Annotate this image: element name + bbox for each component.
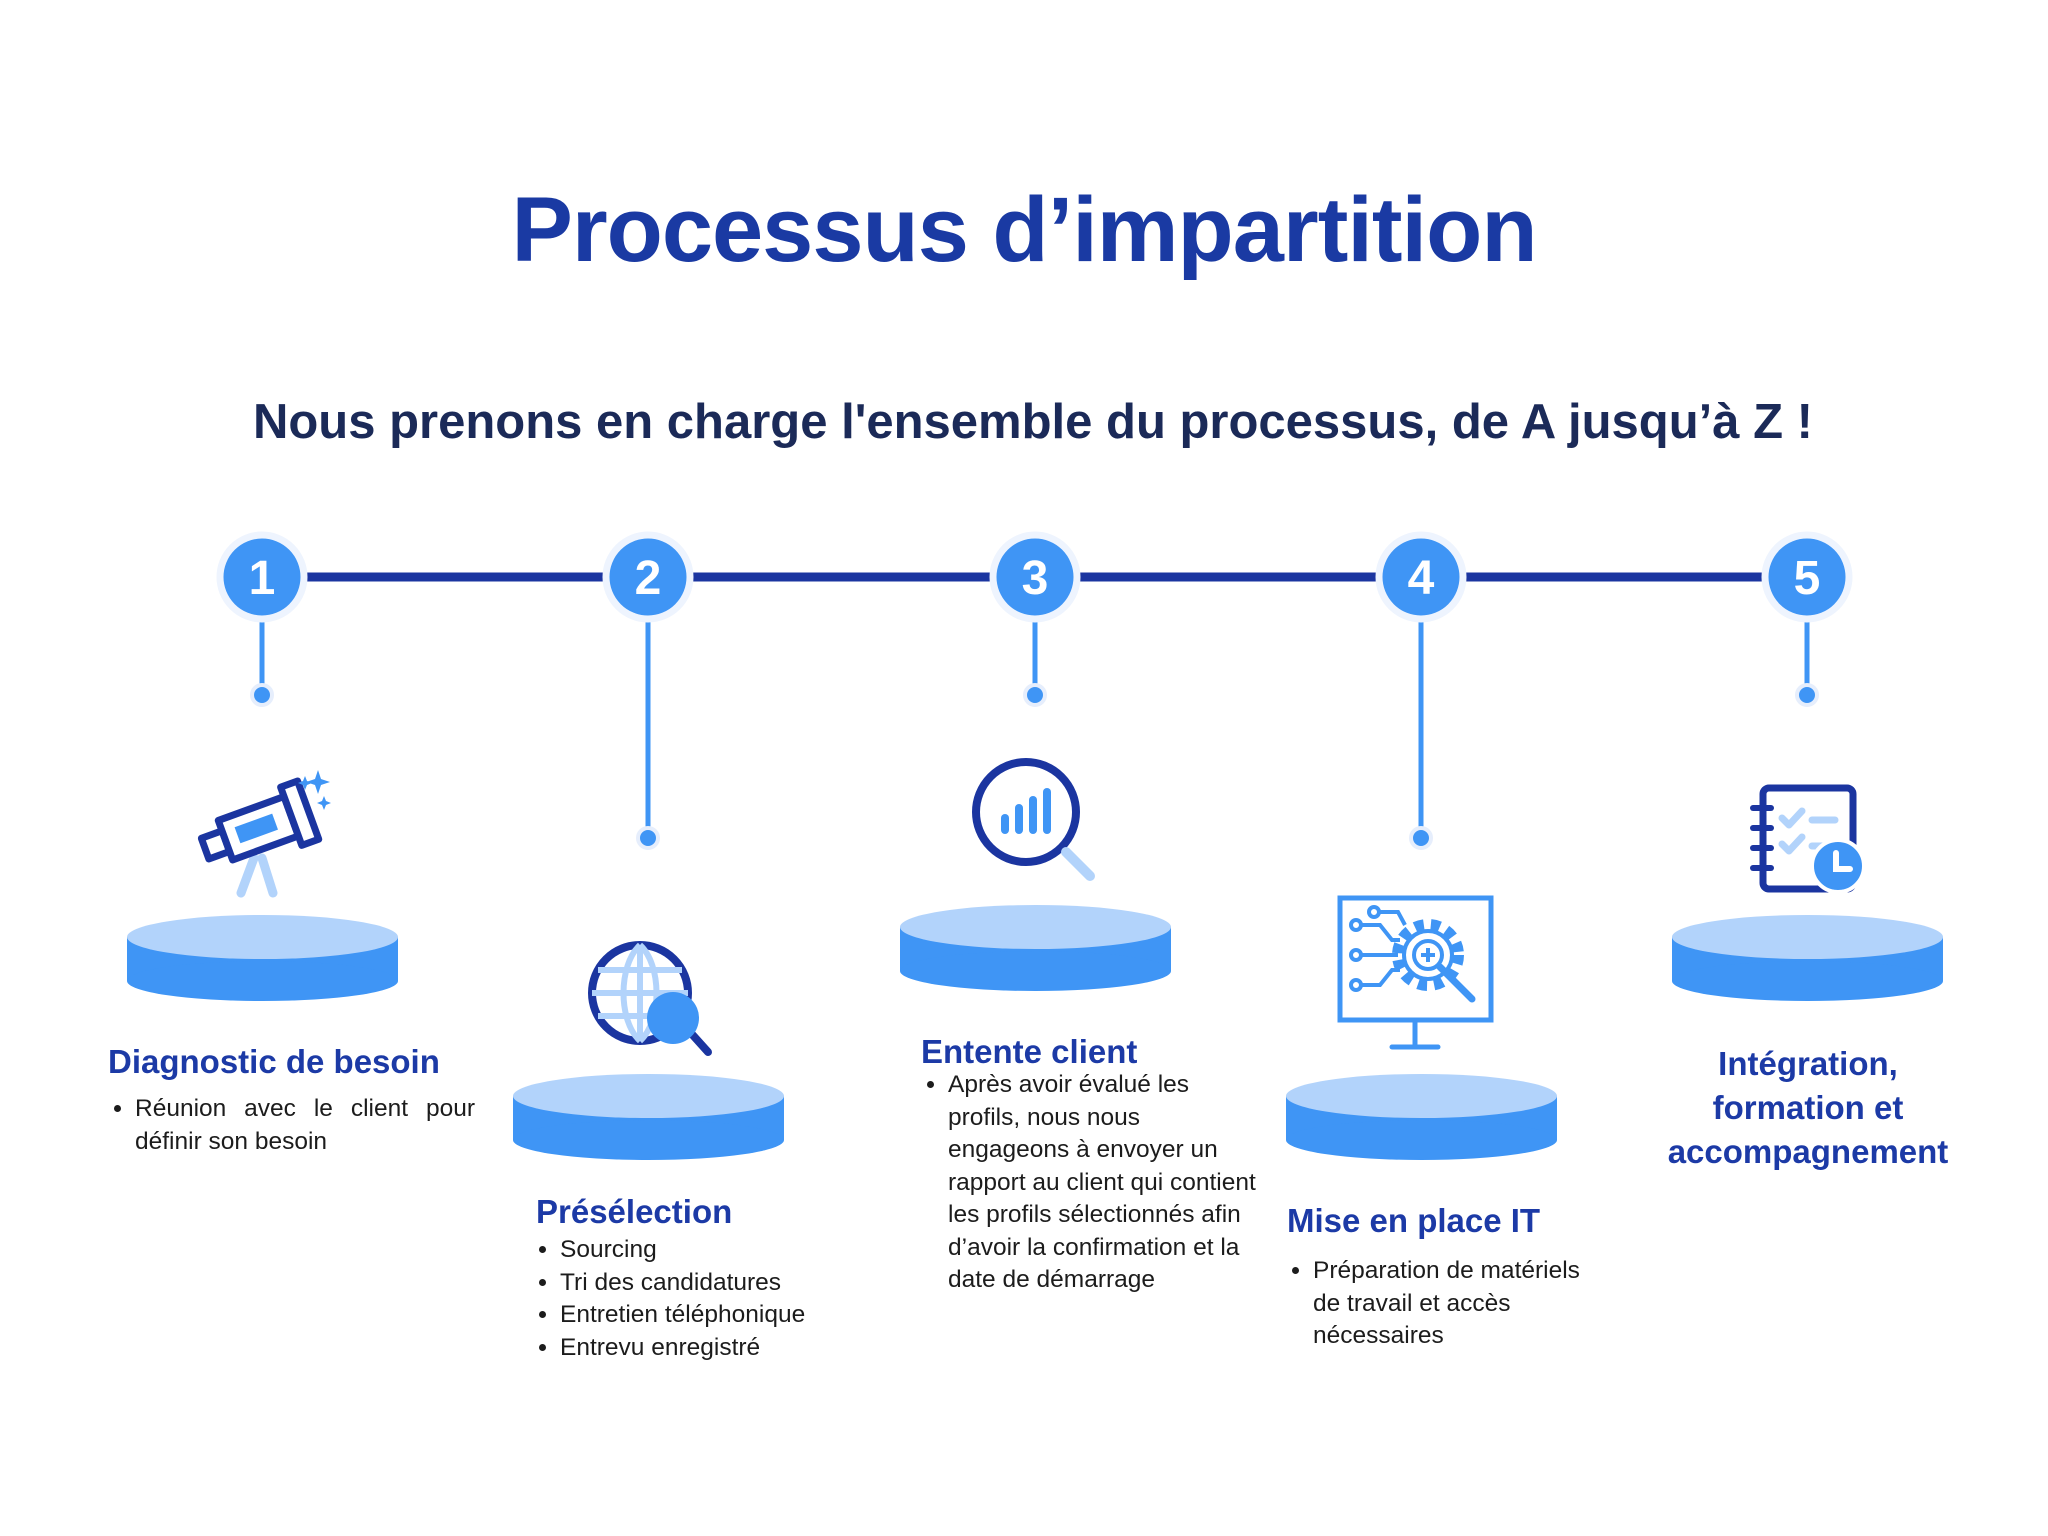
- step-number-1: 1: [249, 552, 276, 605]
- stem-dot-4: [1409, 826, 1433, 850]
- checklist-clock-icon: [1750, 784, 1866, 894]
- monitor-gear-icon: [1337, 895, 1494, 1050]
- stem-dots: [250, 683, 1819, 850]
- stem-dot-5: [1795, 683, 1819, 707]
- globe-search-icon: [588, 941, 712, 1056]
- step-circle-2: 2: [602, 531, 694, 623]
- telescope-icon: [197, 770, 331, 898]
- stem-dot-2: [636, 826, 660, 850]
- step-circle-5: 5: [1761, 531, 1853, 623]
- step-number-circles: 1 2 3 4 5: [216, 531, 1853, 623]
- step-circle-4: 4: [1375, 531, 1467, 623]
- pedestal-4: [1286, 1074, 1557, 1160]
- stem-dot-3: [1023, 683, 1047, 707]
- analytics-search-icon: [972, 758, 1095, 881]
- pedestal-2: [513, 1074, 784, 1160]
- step-number-2: 2: [635, 552, 662, 605]
- step-bullets-3: Après avoir évalué les profils, nous nou…: [915, 1069, 1266, 1297]
- bullet-item: Entretien téléphonique: [560, 1299, 880, 1332]
- step-title-1: Diagnostic de besoin: [108, 1043, 440, 1080]
- bullet-item: Sourcing: [560, 1234, 880, 1267]
- stem-dot-1: [250, 683, 274, 707]
- step-circle-1: 1: [216, 531, 308, 623]
- step-bullets-4: Préparation de matériels de travail et a…: [1280, 1255, 1593, 1353]
- page-subtitle: Nous prenons en charge l'ensemble du pro…: [252, 395, 1814, 449]
- step-bullets-2: Sourcing Tri des candidatures Entretien …: [527, 1234, 880, 1364]
- step-number-3: 3: [1022, 552, 1049, 605]
- step-title-3: Entente client: [921, 1033, 1138, 1070]
- pedestal-5: [1672, 915, 1943, 1001]
- step-title-4: Mise en place IT: [1287, 1202, 1541, 1239]
- step-bullets-1: Réunion avec le client pour définir son …: [102, 1093, 475, 1158]
- page-title: Processus d’impartition: [511, 179, 1537, 281]
- pedestal-1: [127, 915, 398, 1001]
- bullet-item: Tri des candidatures: [560, 1267, 880, 1300]
- step-circle-3: 3: [989, 531, 1081, 623]
- step-title-5: Intégration, formation et accompagnement: [1667, 1045, 1949, 1170]
- step-number-4: 4: [1408, 552, 1435, 605]
- step-title-2: Présélection: [536, 1193, 733, 1230]
- bullet-item: Préparation de matériels de travail et a…: [1313, 1255, 1593, 1353]
- timeline-stems: [259, 612, 1810, 838]
- bullet-item: Entrevu enregistré: [560, 1332, 880, 1365]
- pedestal-3: [900, 905, 1171, 991]
- step-number-5: 5: [1794, 552, 1821, 605]
- bullet-item: Réunion avec le client pour définir son …: [135, 1093, 475, 1158]
- bullet-item: Après avoir évalué les profils, nous nou…: [948, 1069, 1266, 1297]
